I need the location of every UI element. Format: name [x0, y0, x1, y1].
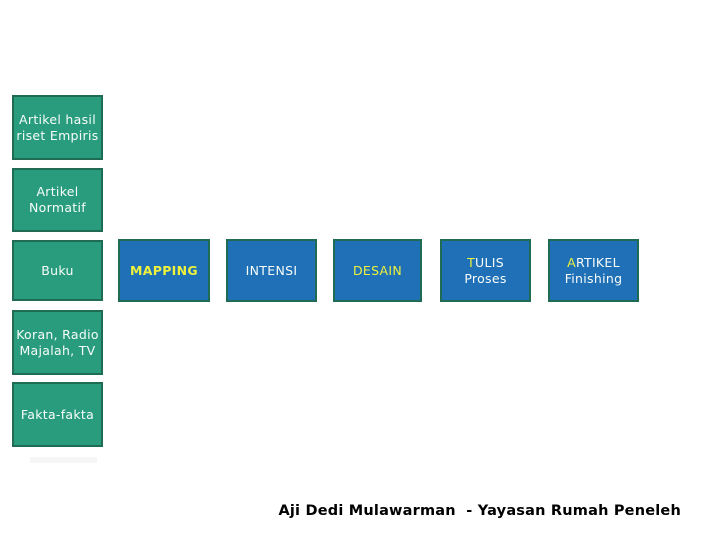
source-box-artikel-normatif: Artikel Normatif	[12, 168, 103, 232]
stage-label: INTENSI	[245, 262, 298, 278]
stage-box-tulis-proses: TULIS Proses	[440, 239, 531, 302]
stage-label-rest: RTIKEL	[575, 254, 620, 270]
source-box-koran-radio-majalah-tv: Koran, Radio Majalah, TV	[12, 310, 103, 375]
box-label-line: Majalah, TV	[19, 342, 96, 358]
box-label-line: Koran, Radio	[16, 326, 99, 342]
stage-label-initial: A	[567, 254, 576, 270]
source-box-fakta-fakta: Fakta-fakta	[12, 382, 103, 447]
stage-label: ARTIKEL	[567, 255, 620, 271]
stage-box-intensi: INTENSI	[226, 239, 317, 302]
source-box-artikel-hasil-riset-empiris: Artikel hasil riset Empiris	[12, 95, 103, 160]
box-label-line: Normatif	[29, 200, 86, 215]
source-box-buku: Buku	[12, 240, 103, 301]
stage-label: TULIS	[467, 255, 504, 271]
stage-label: DESAIN	[352, 262, 403, 278]
ghost-shape-artifact	[30, 457, 97, 463]
stage-label-rest: ULIS	[475, 254, 504, 270]
box-label-line: Buku	[41, 262, 74, 278]
stage-sublabel: Proses	[464, 270, 507, 286]
box-label-line: Artikel hasil	[19, 111, 96, 127]
stage-label: MAPPING	[130, 262, 198, 278]
stage-box-mapping: MAPPING	[118, 239, 210, 302]
box-label-line: riset Empiris	[16, 127, 99, 143]
stage-label-initial: T	[467, 254, 475, 270]
author-credit: Aji Dedi Mulawarman - Yayasan Rumah Pene…	[278, 503, 681, 519]
stage-box-desain: DESAIN	[333, 239, 422, 302]
box-label-line: Artikel	[36, 184, 79, 199]
stage-sublabel: Finishing	[564, 270, 623, 286]
stage-box-artikel-finishing: ARTIKEL Finishing	[548, 239, 639, 302]
box-label-line: Fakta-fakta	[20, 406, 95, 422]
